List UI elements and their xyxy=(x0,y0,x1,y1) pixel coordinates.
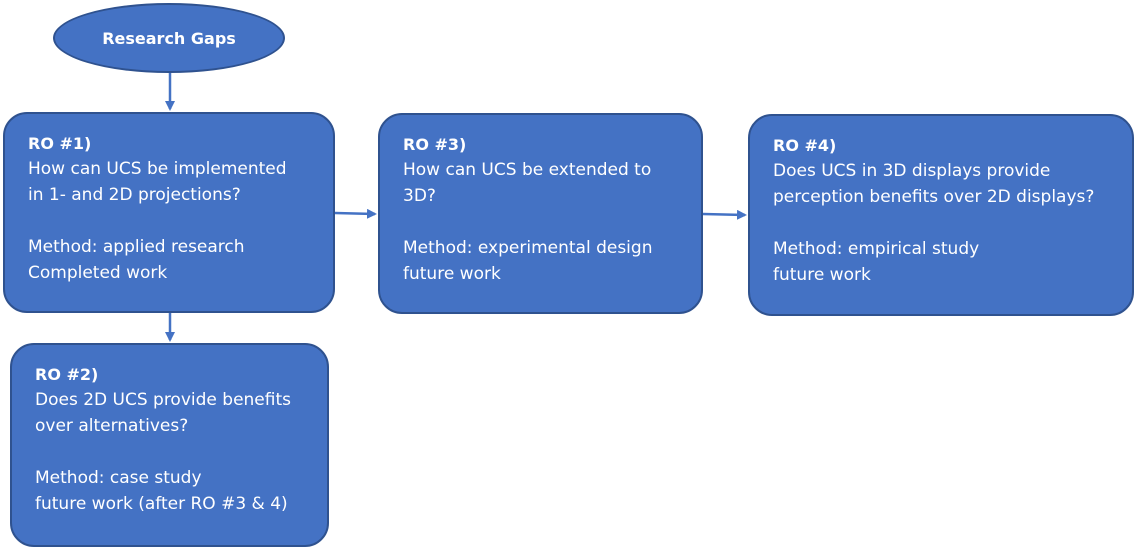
ro2-question-line-1: Does 2D UCS provide benefits xyxy=(35,390,291,410)
ro2-question-line-2: over alternatives? xyxy=(35,416,189,436)
ro1-question-line-1: How can UCS be implemented xyxy=(28,159,287,179)
ro2-status: future work (after RO #3 & 4) xyxy=(35,494,288,514)
arrow-ro1-to-ro3 xyxy=(334,208,377,219)
research-gaps-label: Research Gaps xyxy=(102,28,236,48)
arrow-ro3-to-ro4 xyxy=(702,209,747,220)
ro1-question-line-2: in 1- and 2D projections? xyxy=(28,185,241,205)
ro1-spacer xyxy=(28,208,313,234)
ro3-status: future work xyxy=(403,264,501,284)
ro4-spacer xyxy=(773,210,1112,236)
ro4-title: RO #4) xyxy=(773,136,837,155)
ro4-question-line-1: Does UCS in 3D displays provide xyxy=(773,161,1051,181)
ro1-title: RO #1) xyxy=(28,134,92,153)
ro4-box: RO #4) Does UCS in 3D displays provide p… xyxy=(748,114,1134,316)
ro3-box: RO #3) How can UCS be extended to 3D? Me… xyxy=(378,113,703,314)
ro2-box: RO #2) Does 2D UCS provide benefits over… xyxy=(10,343,329,547)
ro2-method: Method: case study xyxy=(35,468,202,488)
ro3-question-line-1: How can UCS be extended to xyxy=(403,160,652,180)
ro4-question-line-2: perception benefits over 2D displays? xyxy=(773,187,1095,207)
ro4-status: future work xyxy=(773,265,871,285)
ro3-title: RO #3) xyxy=(403,135,467,154)
ro1-box: RO #1) How can UCS be implemented in 1- … xyxy=(3,112,335,313)
research-gaps-node: Research Gaps xyxy=(53,3,285,73)
ro3-spacer xyxy=(403,209,681,235)
ro1-method: Method: applied research xyxy=(28,237,245,257)
ro1-status: Completed work xyxy=(28,263,168,283)
ro2-title: RO #2) xyxy=(35,365,99,384)
ro2-spacer xyxy=(35,439,307,465)
ro3-method: Method: experimental design xyxy=(403,238,653,258)
ro4-method: Method: empirical study xyxy=(773,239,980,259)
ro3-question-line-2: 3D? xyxy=(403,186,436,206)
